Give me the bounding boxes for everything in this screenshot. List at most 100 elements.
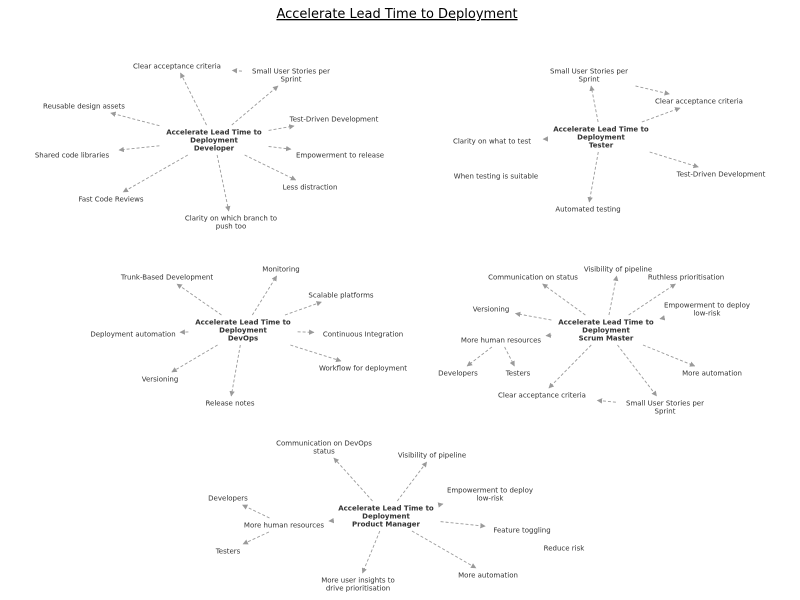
product-manager-leaf-node-line: drive prioritisation <box>326 585 390 593</box>
scrum-master-leaf-node: Clear acceptance criteria <box>498 392 586 400</box>
devops-center-node-line: Accelerate Lead Time to <box>195 319 291 327</box>
developer-edge <box>268 124 295 131</box>
scrum-master-leaf-node-line: Visibility of pipeline <box>584 266 652 274</box>
scrum-master-leaf-node-line: Developers <box>438 370 478 378</box>
developer-edge <box>110 111 160 127</box>
scrum-master-leaf-node: More automation <box>682 370 742 378</box>
product-manager-leaf-node-line: Communication on DevOps <box>276 440 372 448</box>
tester-leaf-node-line: Clear acceptance criteria <box>655 98 743 106</box>
product-manager-leaf-node-line: Reduce risk <box>544 545 586 553</box>
devops-leaf-node: Monitoring <box>262 266 299 274</box>
scrum-master-edge <box>545 332 552 338</box>
developer-edge <box>180 72 207 126</box>
tester-leaf-node-line: Clarity on what to test <box>453 138 531 146</box>
tester-edge <box>587 151 599 203</box>
developer-leaf-node-line: Clear acceptance criteria <box>133 63 221 71</box>
scrum-master-edge <box>596 398 616 404</box>
developer-leaf-node-line: Shared code libraries <box>35 152 110 160</box>
developer-leaf-node-line: push too <box>216 223 247 231</box>
scrum-master-leaf-node-line: More human resources <box>461 337 541 345</box>
tester-leaf-node: Clarity on what to test <box>453 138 531 146</box>
tester-leaf-node: Test-Driven Development <box>676 171 766 179</box>
devops-leaf-node: Deployment automation <box>90 331 175 339</box>
product-manager-leaf-node: More human resources <box>244 522 324 530</box>
product-manager-edge <box>396 461 428 502</box>
product-manager-edge <box>242 531 270 545</box>
scrum-master-leaf-node-line: Versioning <box>473 306 510 314</box>
product-manager-center-node-line: Product Manager <box>352 521 420 529</box>
product-manager-leaf-node: Feature toggling <box>493 527 550 535</box>
tester-leaf-node-line: Test-Driven Development <box>676 171 766 179</box>
tester-leaf-node: Automated testing <box>555 206 620 214</box>
tester-center-node-line: Deployment <box>577 134 625 142</box>
scrum-master-leaf-node-line: Clear acceptance criteria <box>498 392 586 400</box>
developer-edge <box>122 154 189 193</box>
product-manager-center-node-line: Deployment <box>362 513 410 521</box>
scrum-master-edge <box>617 344 657 397</box>
devops-leaf-node-line: Release notes <box>206 400 255 408</box>
devops-leaf-node-line: Monitoring <box>262 266 299 274</box>
product-manager-leaf-node-line: More user insights to <box>321 577 395 585</box>
scrum-master-leaf-node: Testers <box>505 370 531 378</box>
tester-edge <box>589 85 599 123</box>
developer-edge <box>118 145 160 153</box>
tester-leaf-node-line: When testing is suitable <box>454 173 538 181</box>
devops-leaf-node-line: Versioning <box>142 376 179 384</box>
devops-center-node-line: Deployment <box>219 327 267 335</box>
product-manager-edge <box>361 530 381 574</box>
devops-leaf-node-line: Deployment automation <box>90 331 175 339</box>
devops-leaf-node: Continuous Integration <box>323 331 403 339</box>
scrum-master-edge <box>504 346 515 367</box>
devops-leaf-node: Versioning <box>142 376 179 384</box>
scrum-master-leaf-node: Ruthless prioritisation <box>648 274 724 282</box>
product-manager-edge <box>242 504 270 519</box>
scrum-master-leaf-node-line: Small User Stories per <box>626 400 704 408</box>
developer-leaf-node-line: Less distraction <box>283 184 338 192</box>
developer-leaf-node: Less distraction <box>283 184 338 192</box>
tester-leaf-node: Clear acceptance criteria <box>655 98 743 106</box>
devops-edge <box>297 329 315 335</box>
product-manager-leaf-node-line: More human resources <box>244 522 324 530</box>
scrum-master-leaf-node-line: low-risk <box>693 310 721 318</box>
devops-leaf-node: Scalable platforms <box>308 292 373 300</box>
developer-leaf-node-line: Test-Driven Development <box>289 116 379 124</box>
devops-leaf-node-line: Scalable platforms <box>308 292 373 300</box>
nodes-layer: Accelerate Lead Time toDeploymentDevelop… <box>35 63 766 593</box>
product-manager-leaf-node-line: low-risk <box>476 495 504 503</box>
scrum-master-leaf-node: More human resources <box>461 337 541 345</box>
developer-center-node: Accelerate Lead Time toDeploymentDevelop… <box>166 129 262 153</box>
devops-edge <box>251 275 278 316</box>
developer-leaf-node-line: Empowerment to release <box>296 152 384 160</box>
product-manager-center-node-line: Accelerate Lead Time to <box>338 505 434 513</box>
scrum-master-leaf-node: Versioning <box>473 306 510 314</box>
tester-edge <box>649 151 699 169</box>
product-manager-leaf-node: Reduce risk <box>544 545 586 553</box>
developer-center-node-line: Developer <box>194 145 235 153</box>
scrum-master-edge <box>642 344 696 367</box>
developer-edge <box>231 85 279 126</box>
tester-leaf-node-line: Small User Stories per <box>550 68 628 76</box>
product-manager-edge <box>411 530 477 569</box>
scrum-master-leaf-node-line: Empowerment to deploy <box>664 302 750 310</box>
scrum-master-edge <box>466 346 493 367</box>
product-manager-edge <box>440 521 486 529</box>
devops-edge <box>284 301 322 316</box>
product-manager-leaf-node-line: Visibility of pipeline <box>398 452 466 460</box>
devops-leaf-node-line: Trunk-Based Development <box>120 274 213 282</box>
devops-leaf-node: Workflow for deployment <box>319 365 407 373</box>
tester-edge <box>641 107 681 123</box>
product-manager-leaf-node: More automation <box>458 572 518 580</box>
scrum-master-leaf-node: Developers <box>438 370 478 378</box>
devops-leaf-node: Trunk-Based Development <box>120 274 213 282</box>
developer-leaf-node-line: Sprint <box>281 76 302 84</box>
scrum-master-center-node-line: Accelerate Lead Time to <box>558 319 654 327</box>
product-manager-leaf-node-line: Testers <box>215 548 241 556</box>
